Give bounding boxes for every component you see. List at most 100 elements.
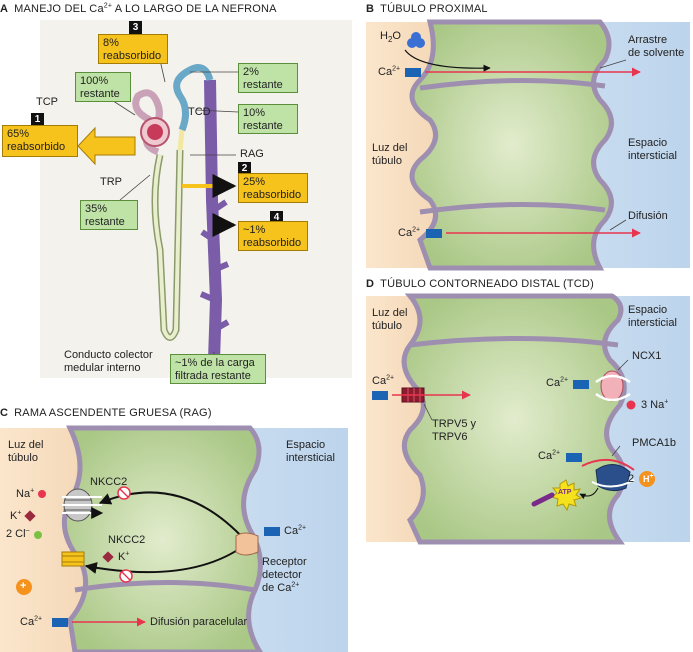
ca-marker-c1 xyxy=(264,527,280,536)
ca-b2-text: Ca xyxy=(398,227,413,239)
label-diffusion: Difusión xyxy=(628,210,668,222)
panel-d-title-text: TÚBULO CONTORNEADO DISTAL (TCD) xyxy=(380,278,594,290)
panel-a-title-pre: MANEJO DEL Ca xyxy=(14,3,104,15)
label-pmca1b: PMCA1b xyxy=(632,437,677,449)
box-2-remaining: 2% restante xyxy=(238,63,298,93)
ca-d2-sup: 2+ xyxy=(560,376,569,384)
ca-d1-sup: 2+ xyxy=(386,374,395,382)
na-label-d: 3 Na+ xyxy=(641,398,669,412)
box2-number: 2 xyxy=(238,162,251,175)
glomerulus-core xyxy=(147,124,163,140)
panel-c-lumen-label: Luz del túbulo xyxy=(8,439,44,464)
label-nkcc2-b: NKCC2 xyxy=(108,534,146,546)
ca-label-d3: Ca2+ xyxy=(538,449,561,463)
na-c-text: Na xyxy=(16,488,31,500)
ca-label-d2: Ca2+ xyxy=(546,376,569,390)
h-text: H xyxy=(643,474,650,484)
panel-d-letter: D xyxy=(366,278,375,290)
ca-sensing-receptor xyxy=(235,532,259,556)
label-collector-duct: Conducto colector medular interno xyxy=(64,349,153,374)
ca-c2-text: Ca xyxy=(20,616,35,628)
panel-b-lumen-label: Luz del túbulo xyxy=(372,142,408,167)
label-ncx1: NCX1 xyxy=(632,350,662,362)
reabsorb-arrow-1 xyxy=(77,126,136,166)
plus-charge xyxy=(16,579,32,595)
ca-label-d1: Ca2+ xyxy=(372,374,395,388)
ca-b1-sup: 2+ xyxy=(392,65,401,73)
ca-marker-b1 xyxy=(405,68,421,77)
panel-b-letter: B xyxy=(366,3,375,15)
h-ion xyxy=(639,471,655,487)
label-paracellular: Difusión paracelular xyxy=(150,616,248,628)
ca-d3-sup: 2+ xyxy=(552,449,561,457)
na-ion xyxy=(38,490,46,498)
panel-c-lumen xyxy=(0,428,86,652)
distal-tubule xyxy=(173,64,214,132)
label-trpv: TRPV5 y TRPV6 xyxy=(432,418,477,443)
ca-c1-text: Ca xyxy=(284,525,299,537)
h-sup: + xyxy=(649,473,654,480)
h-ion-symbol: H+ xyxy=(643,473,654,486)
ca-d1-text: Ca xyxy=(372,375,387,387)
ca-marker-d1 xyxy=(372,391,388,400)
cl-c-text: 2 Cl xyxy=(6,528,26,540)
cl-c-sup: – xyxy=(25,527,30,535)
box3-number: 3 xyxy=(129,21,142,34)
ca-marker-c2 xyxy=(52,618,68,627)
k-c-text: K xyxy=(10,510,18,522)
ca-marker-b2 xyxy=(426,229,442,238)
box3-reabsorbed: 8% reabsorbido xyxy=(98,34,168,64)
ca-label-b1: Ca2+ xyxy=(378,65,401,79)
ca-marker-d2 xyxy=(573,380,589,389)
box-100-remaining: 100% restante xyxy=(75,72,131,102)
receptor-text: Receptor detector de Ca xyxy=(262,556,307,594)
panel-b-title: B TÚBULO PROXIMAL xyxy=(366,3,488,15)
box-35-remaining: 35% restante xyxy=(80,200,138,230)
panel-a-letter: A xyxy=(0,3,9,15)
label-nkcc2-a: NKCC2 xyxy=(90,476,128,488)
box1-reabsorbed: 65% reabsorbido xyxy=(2,125,78,157)
water-sub: 2 xyxy=(387,35,393,45)
panel-a-title-sup: 2+ xyxy=(103,2,113,10)
panel-c-graphic xyxy=(0,425,348,652)
ca-marker-d3 xyxy=(566,453,582,462)
panel-b-title-text: TÚBULO PROXIMAL xyxy=(380,3,488,15)
ca-label-c2: Ca2+ xyxy=(20,615,42,629)
loop-inner xyxy=(153,149,182,340)
k-label-c: K+ xyxy=(10,509,21,523)
water-label: H2O xyxy=(380,30,401,46)
cl-ion xyxy=(34,531,42,539)
panel-a-title: A MANEJO DEL Ca2+ A LO LARGO DE LA NEFRON… xyxy=(0,2,277,15)
label-tcp: TCP xyxy=(36,96,58,108)
k-c2-text: K xyxy=(118,551,126,563)
na-ion-d xyxy=(626,400,636,410)
romk-channel xyxy=(61,551,85,567)
h-count-label: 2 xyxy=(628,473,635,485)
label-receptor: Receptor detector de Ca2+ xyxy=(262,556,307,595)
box4-reabsorbed: ~1% reabsorbido xyxy=(238,221,308,251)
na-c-sup: + xyxy=(30,487,35,495)
panel-b-lumen xyxy=(366,22,436,268)
ca-b1-text: Ca xyxy=(378,66,393,78)
tal-segment xyxy=(177,129,185,151)
panel-b-interstitial-label: Espacio intersticial xyxy=(628,137,677,162)
ca-label-b2: Ca2+ xyxy=(398,226,421,240)
collecting-duct-branches xyxy=(199,199,230,333)
k-label-c2: K+ xyxy=(118,550,130,564)
k-c2-sup: + xyxy=(125,550,130,558)
panel-a-title-post: A LO LARGO DE LA NEFRONA xyxy=(112,3,277,15)
panel-c-letter: C xyxy=(0,407,9,419)
panel-d-graphic xyxy=(366,293,690,545)
ca-b2-sup: 2+ xyxy=(412,226,421,234)
box4-number: 4 xyxy=(270,211,283,224)
panel-d-lumen-label: Luz del túbulo xyxy=(372,307,408,332)
na-d-text: 3 Na xyxy=(641,399,665,411)
label-trp: TRP xyxy=(100,176,122,188)
box-10-remaining: 10% restante xyxy=(238,104,298,134)
panel-c-interstitial-label: Espacio intersticial xyxy=(286,439,335,464)
na-d-sup: + xyxy=(664,398,669,406)
panel-d-title: D TÚBULO CONTORNEADO DISTAL (TCD) xyxy=(366,278,594,290)
